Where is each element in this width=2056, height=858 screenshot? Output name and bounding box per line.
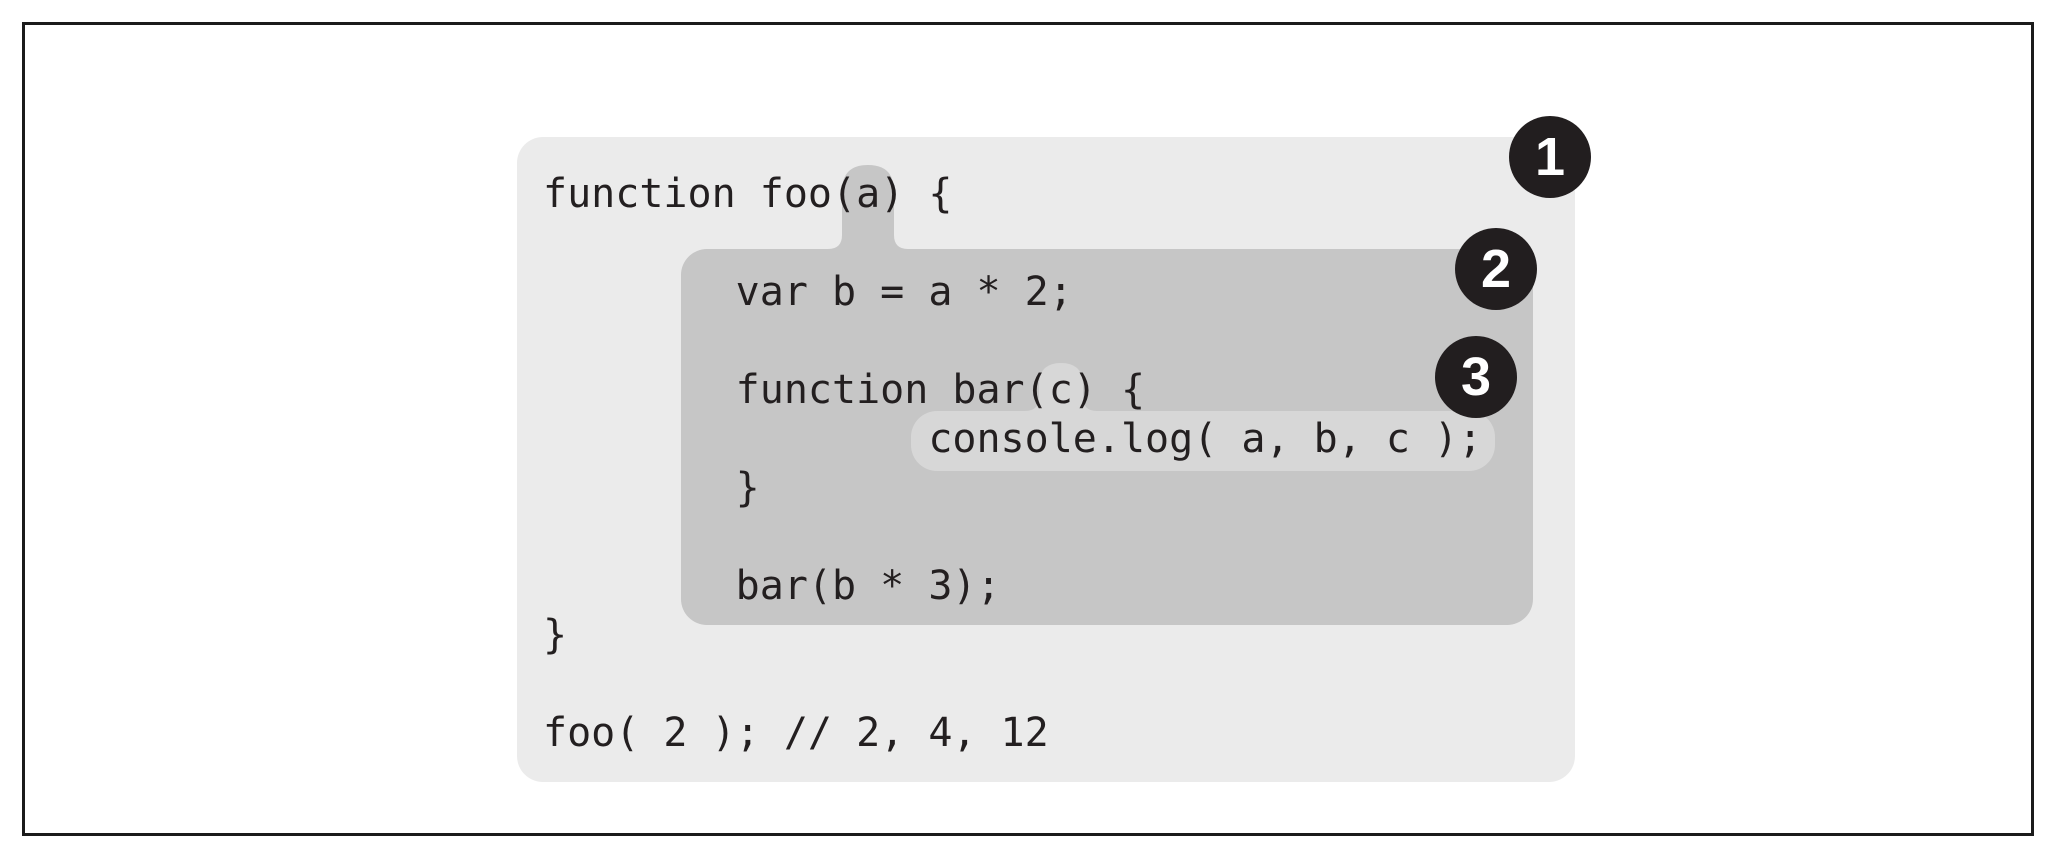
scope-3-marker-label: 3	[1460, 347, 1492, 407]
scope-diagram: function foo(a) { var b = a * 2; functio…	[517, 116, 1591, 782]
code-block: function foo(a) { var b = a * 2; functio…	[543, 170, 1553, 758]
code-line: foo( 2 ); // 2, 4, 12	[543, 710, 1049, 756]
scope-1-marker-badge: 1	[1509, 116, 1591, 198]
code-line	[543, 219, 1553, 268]
figure-frame: function foo(a) { var b = a * 2; functio…	[22, 22, 2034, 836]
code-line: console.log( a, b, c );	[543, 416, 1483, 462]
code-line	[543, 513, 1553, 562]
scope-2-marker-label: 2	[1480, 239, 1512, 299]
scope-2-marker-badge: 2	[1455, 228, 1537, 310]
scope-2-bubble	[681, 165, 1533, 625]
code-line: function foo(a) {	[543, 171, 953, 217]
scope-3-marker-badge: 3	[1435, 336, 1517, 418]
scope-3-bubble	[911, 363, 1495, 471]
code-line: }	[543, 465, 760, 511]
code-line: }	[543, 612, 568, 658]
scope-1-marker-label: 1	[1534, 127, 1566, 187]
code-line: function bar(c) {	[543, 367, 1146, 413]
code-line	[543, 317, 1553, 366]
code-line: bar(b * 3);	[543, 563, 1001, 609]
scope-bubbles-layer	[681, 165, 1533, 625]
code-line	[543, 660, 1553, 709]
code-line: var b = a * 2;	[543, 269, 1073, 315]
